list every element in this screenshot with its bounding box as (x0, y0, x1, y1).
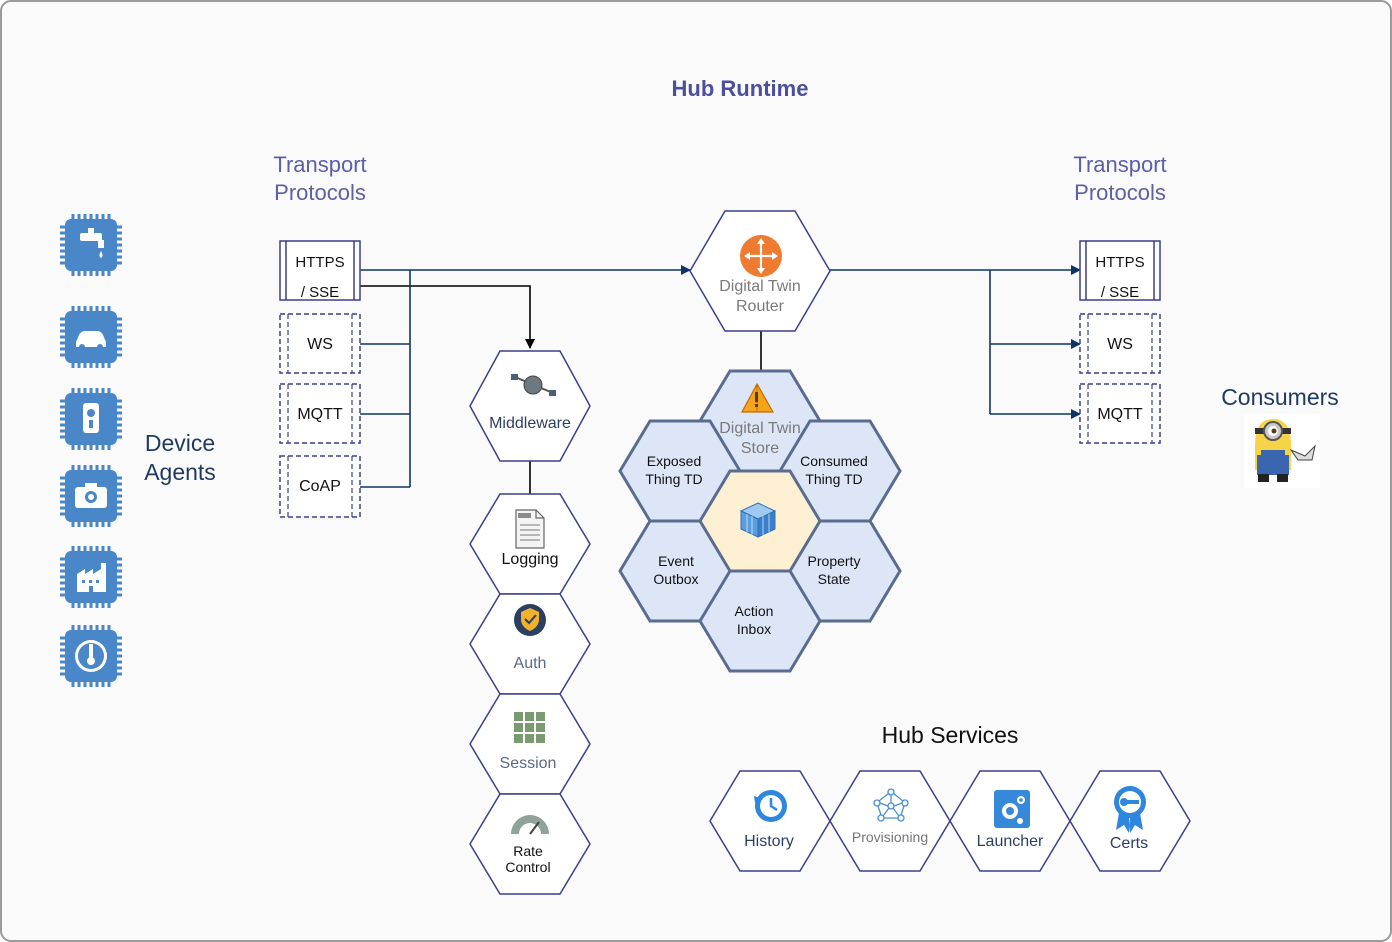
log-file-icon (515, 509, 545, 549)
warning-pyramid-icon (740, 382, 775, 413)
left-mqtt-label: MQTT (297, 406, 343, 423)
shield-check-icon (514, 604, 546, 636)
right-https-label: HTTPS / SSE (1095, 254, 1145, 301)
page-title: Hub Runtime (671, 76, 809, 101)
services-heading: Hub Services (881, 722, 1019, 748)
car-glyph (76, 331, 106, 350)
network-icon (873, 788, 909, 822)
faucet-glyph (80, 228, 104, 258)
camera-glyph (75, 483, 107, 508)
store-label: Digital Twin Store (719, 420, 801, 457)
gear-file-icon (994, 790, 1030, 828)
left-https-box (279, 240, 361, 301)
grid-icon (514, 712, 545, 743)
auth-label: Auth (513, 655, 547, 672)
left-mqtt-box (279, 383, 361, 444)
right-mqtt-box (1079, 383, 1161, 444)
left-https-label: HTTPS / SSE (295, 254, 345, 301)
event-label: Event Outbox (653, 553, 699, 587)
session-label: Session (499, 755, 557, 772)
left-ws-label: WS (307, 336, 333, 353)
logging-label: Logging (501, 551, 559, 568)
action-label: Action Inbox (734, 603, 774, 637)
middleware-label: Middleware (489, 415, 571, 432)
factory-glyph (77, 563, 106, 592)
minion-icon (1244, 414, 1320, 488)
consumers-label: Consumers (1221, 384, 1339, 410)
device-agents-label: Device Agents (144, 430, 216, 485)
right-ws-label: WS (1107, 336, 1133, 353)
left-coap-box (279, 455, 361, 518)
doorbell-glyph (83, 403, 99, 433)
thermometer-glyph (75, 640, 107, 672)
satellite-icon (511, 374, 556, 396)
faucet-chip-icon (60, 214, 122, 276)
left-transport-heading: Transport Protocols (273, 152, 367, 205)
exposed-label: Exposed Thing TD (645, 453, 703, 487)
certs-label: Certs (1109, 835, 1149, 852)
launcher-label: Launcher (976, 833, 1044, 850)
gauge-icon (511, 815, 549, 835)
right-transport-heading: Transport Protocols (1073, 152, 1167, 205)
left-coap-label: CoAP (299, 478, 341, 495)
router-icon (740, 235, 782, 277)
middleware-hex (469, 350, 591, 462)
connectors (360, 265, 1081, 494)
rate-control-label: Rate Control (505, 843, 551, 875)
left-ws-box (279, 313, 361, 374)
provisioning-label: Provisioning (851, 829, 929, 845)
clock-history-icon (754, 790, 787, 822)
rate-control-hex (469, 793, 591, 895)
property-label: Property State (807, 553, 861, 587)
router-label: Digital Twin Router (719, 278, 801, 315)
right-ws-box (1079, 313, 1161, 374)
connector-https-middleware (360, 285, 535, 349)
history-label: History (744, 833, 794, 850)
right-mqtt-label: MQTT (1097, 406, 1143, 423)
cube-icon (739, 502, 777, 538)
certificate-icon (1114, 786, 1146, 833)
right-https-box (1079, 240, 1161, 301)
consumed-label: Consumed Thing TD (800, 453, 868, 487)
